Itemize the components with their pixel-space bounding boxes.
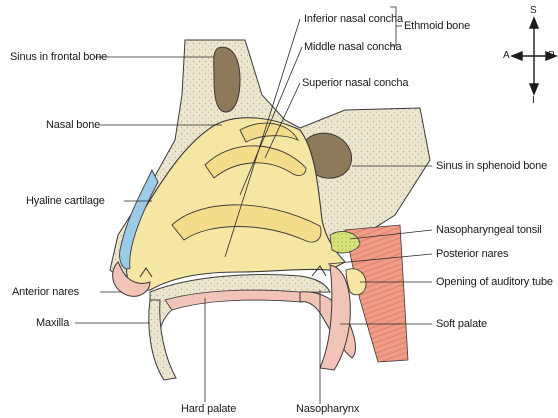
label-hard-palate: Hard palate xyxy=(181,403,236,415)
label-sinus-frontal-bone: Sinus in frontal bone xyxy=(10,51,107,63)
label-sinus-sphenoid-bone: Sinus in sphenoid bone xyxy=(436,160,547,172)
compass-superior: S xyxy=(530,6,537,16)
label-anterior-nares: Anterior nares xyxy=(12,286,79,298)
label-soft-palate: Soft palate xyxy=(436,318,487,330)
compass-posterior: P xyxy=(548,51,555,61)
compass-inferior: I xyxy=(532,96,535,106)
label-nasopharynx: Nasopharynx xyxy=(296,403,359,415)
label-nasopharyngeal-tonsil: Nasopharyngeal tonsil xyxy=(436,224,542,236)
label-hyaline-cartilage: Hyaline cartilage xyxy=(26,195,105,207)
compass-anterior: A xyxy=(503,51,510,61)
label-opening-auditory-tube: Opening of auditory tube xyxy=(436,276,553,288)
label-middle-nasal-concha: Middle nasal concha xyxy=(304,41,401,53)
label-superior-nasal-concha: Superior nasal concha xyxy=(302,77,408,89)
label-posterior-nares: Posterior nares xyxy=(436,248,508,260)
label-ethmoid-bone: Ethmoid bone xyxy=(404,20,470,32)
label-nasal-bone: Nasal bone xyxy=(46,119,100,131)
frontal-sinus xyxy=(214,47,240,112)
label-inferior-nasal-concha: Inferior nasal concha xyxy=(304,13,403,25)
label-maxilla: Maxilla xyxy=(36,317,69,329)
